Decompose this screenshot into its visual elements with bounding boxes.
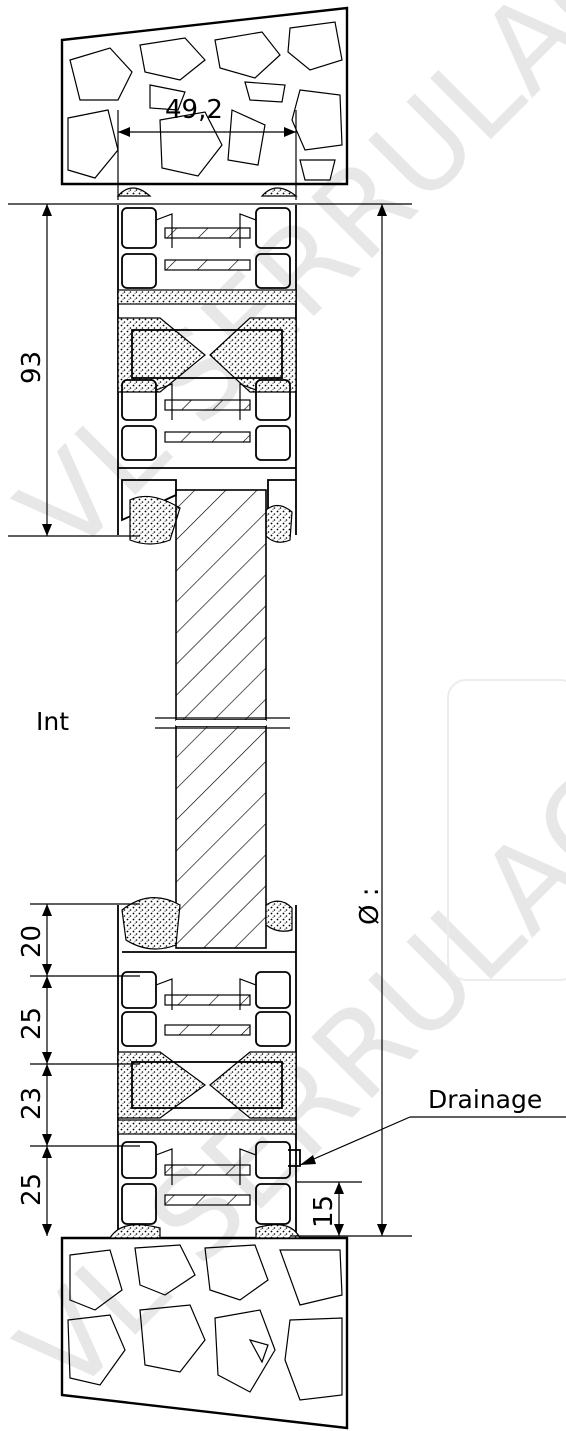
dimension-lines — [8, 110, 566, 1237]
upper-frame-profile — [116, 187, 298, 545]
background-panel — [447, 679, 566, 981]
dim-drain-15: 15 — [309, 1195, 339, 1228]
dim-overall: Ø : — [355, 888, 385, 926]
label-drainage: Drainage — [428, 1085, 542, 1114]
bottom-masonry — [60, 1236, 349, 1430]
label-interior: Int — [36, 707, 69, 736]
dim-bottom-23: 23 — [17, 1087, 47, 1120]
dim-bottom-25b: 25 — [17, 1173, 47, 1206]
dim-bottom-20: 20 — [17, 925, 47, 958]
dim-frame-top: 93 — [17, 351, 47, 384]
lower-frame-profile — [108, 896, 301, 1239]
dim-bottom-25a: 25 — [17, 1007, 47, 1040]
glazing-panel — [155, 489, 290, 949]
top-masonry — [60, 6, 349, 186]
dim-width-top: 49,2 — [165, 95, 223, 125]
